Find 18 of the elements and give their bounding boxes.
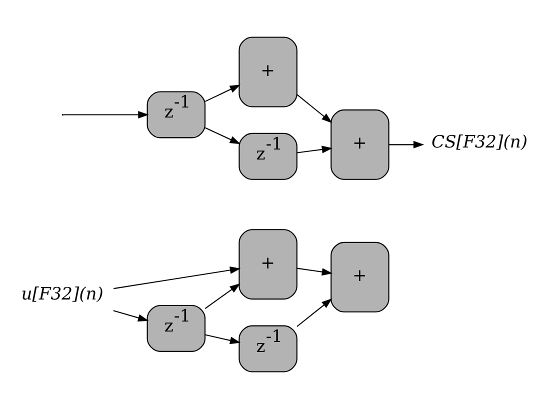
node-box: + bbox=[330, 241, 390, 312]
arrow bbox=[389, 140, 424, 148]
arrow bbox=[64, 110, 149, 118]
node-box: + bbox=[330, 108, 390, 180]
arrow bbox=[204, 126, 241, 144]
arrow bbox=[296, 94, 332, 123]
node-box: + bbox=[238, 228, 298, 300]
arrow bbox=[113, 310, 149, 321]
node-text: CS[F32](n) bbox=[432, 132, 528, 152]
arrow bbox=[204, 282, 240, 308]
arrow bbox=[204, 84, 241, 102]
node-text: u[F32](n) bbox=[21, 284, 104, 304]
arrow bbox=[296, 267, 333, 276]
arrow bbox=[205, 334, 241, 344]
arrow bbox=[296, 298, 332, 326]
node-box: + bbox=[238, 36, 298, 107]
arrow bbox=[114, 266, 241, 289]
arrow bbox=[296, 145, 333, 153]
